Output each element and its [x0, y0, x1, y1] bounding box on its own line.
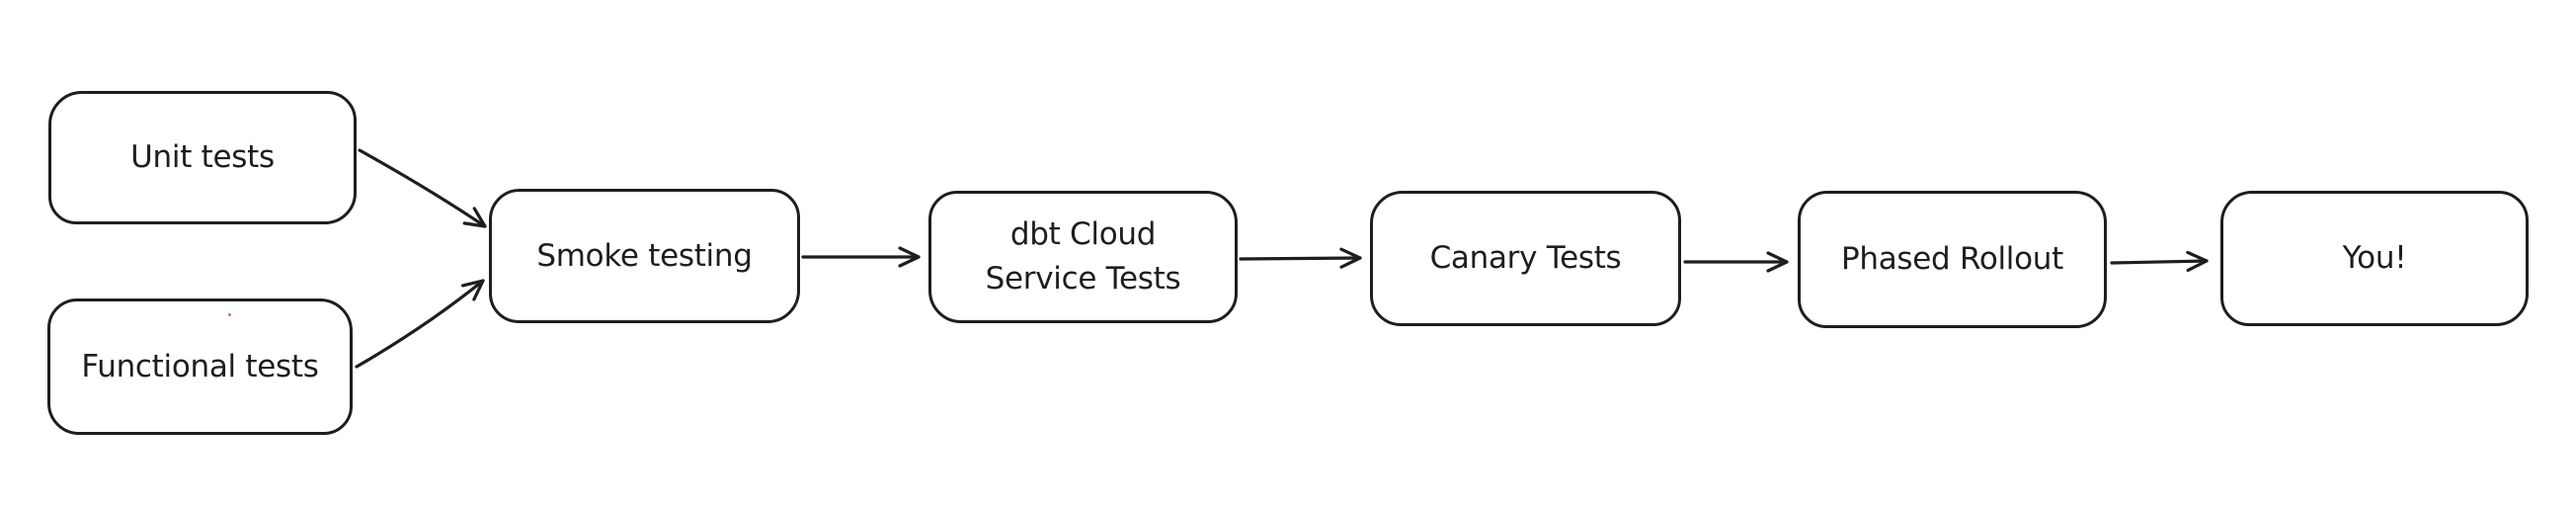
node-dbt-cloud-service-tests: dbt Cloud Service Tests	[928, 191, 1238, 323]
edge-unit-tests-to-smoke-testing	[358, 148, 487, 228]
node-canary-tests: Canary Tests	[1370, 191, 1681, 326]
edge-dbt-cloud-service-tests-to-canary-tests	[1239, 247, 1362, 269]
node-phased-rollout: Phased Rollout	[1798, 191, 2107, 328]
edge-phased-rollout-to-you	[2110, 250, 2209, 272]
node-unit-tests-label: Unit tests	[130, 139, 275, 176]
edge-functional-tests-to-smoke-testing	[355, 279, 485, 369]
node-smoke-testing-label: Smoke testing	[536, 237, 753, 274]
node-functional-tests: Functional tests	[47, 298, 353, 435]
node-phased-rollout-label: Phased Rollout	[1840, 241, 2063, 278]
node-smoke-testing: Smoke testing	[489, 189, 800, 323]
node-functional-tests-label: Functional tests	[81, 348, 319, 384]
stray-red-dot	[228, 313, 231, 316]
node-unit-tests: Unit tests	[48, 91, 357, 224]
node-you-label: You!	[2342, 240, 2407, 277]
node-dbt-cloud-service-tests-label: dbt Cloud Service Tests	[985, 216, 1181, 297]
node-canary-tests-label: Canary Tests	[1429, 240, 1622, 277]
node-you: You!	[2220, 191, 2529, 326]
